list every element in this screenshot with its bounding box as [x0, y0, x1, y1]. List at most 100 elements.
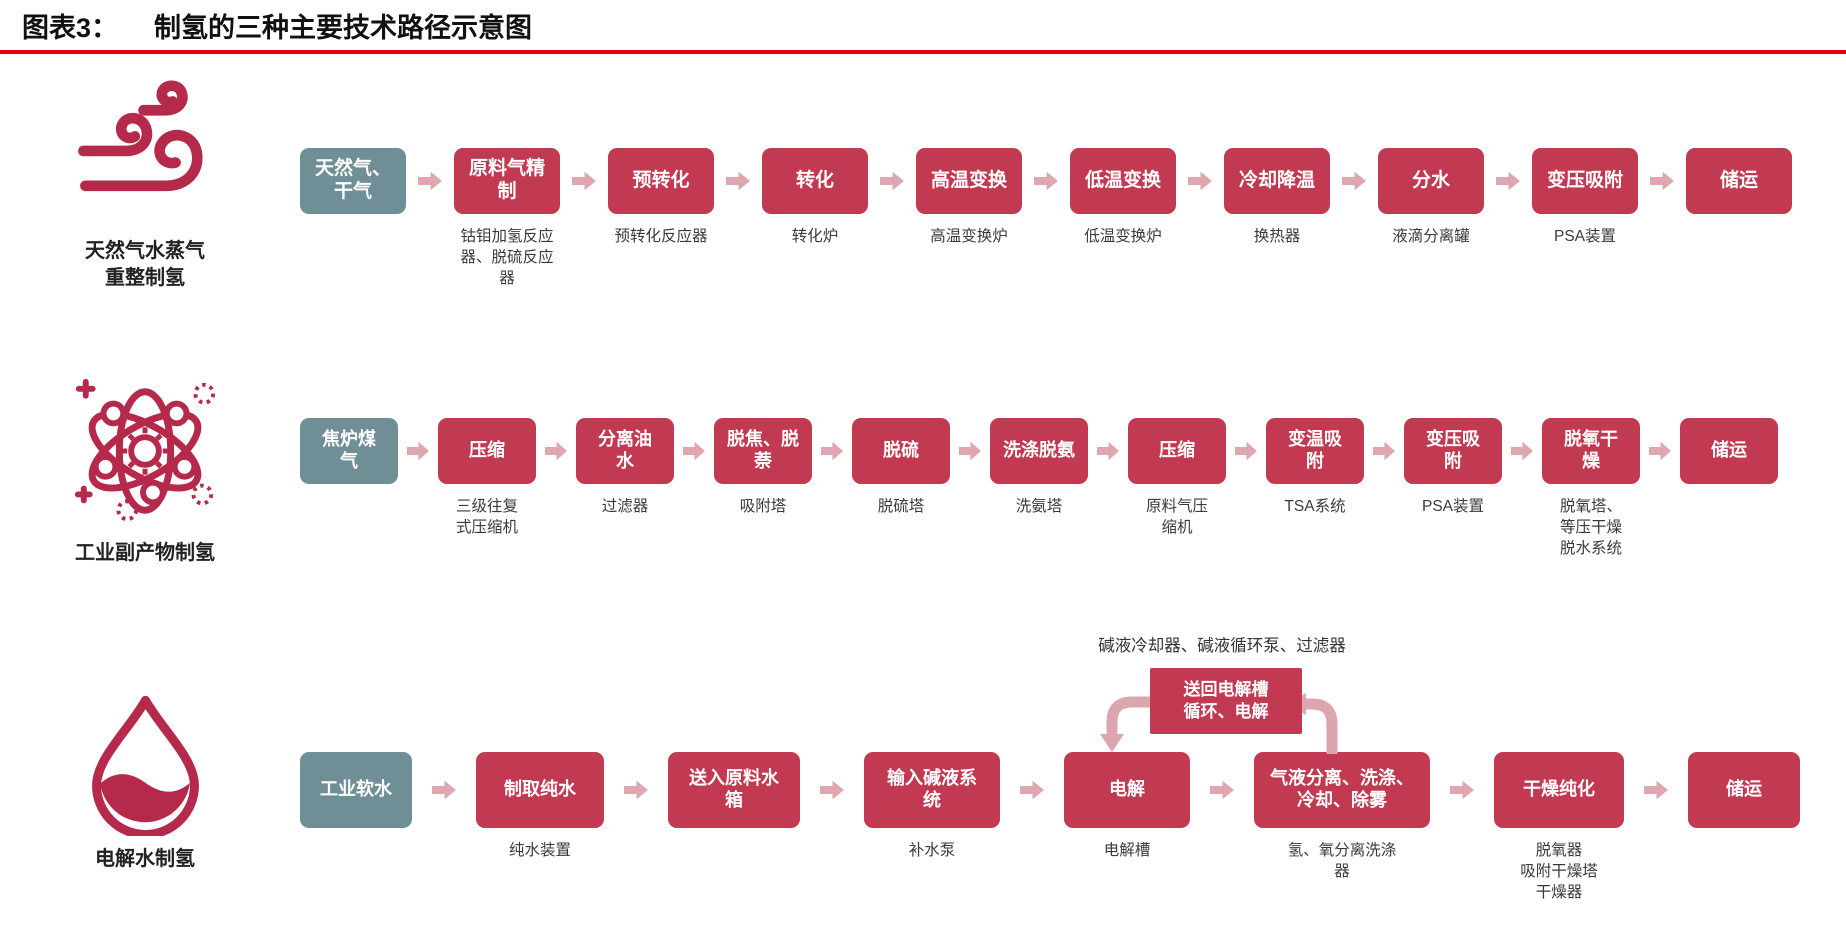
equipment-caption: 液滴分离罐	[1392, 228, 1470, 245]
equipment-caption: TSA系统	[1284, 498, 1346, 515]
flow-arrow	[1188, 148, 1212, 214]
flow-step: 预转化 预转化反应器	[608, 148, 714, 248]
flow-arrow	[820, 752, 844, 828]
equipment-caption: 脱氧器 吸附干燥塔 干燥器	[1520, 842, 1598, 901]
flow-arrow	[683, 418, 705, 484]
arrow-right-icon	[1650, 171, 1674, 191]
process-box: 输入碱液系 统	[864, 752, 1000, 828]
atom-icon	[74, 378, 216, 522]
flow-step: 变温吸 附 TSA系统	[1266, 418, 1364, 518]
arrow-right-icon	[1649, 441, 1671, 461]
process-box: 原料气精 制	[454, 148, 560, 214]
arrow-right-icon	[821, 441, 843, 461]
flow-arrow	[418, 148, 442, 214]
flow-step: 压缩 三级往复 式压缩机	[438, 418, 536, 539]
process-box: 变压吸 附	[1404, 418, 1502, 484]
flow-step: 高温变换 高温变换炉	[916, 148, 1022, 248]
flow-step: 变压吸附 PSA装置	[1532, 148, 1638, 248]
figure-title-text: 制氢的三种主要技术路径示意图	[154, 13, 533, 43]
flow-arrow	[1644, 752, 1668, 828]
flow-step: 干燥纯化 脱氧器 吸附干燥塔 干燥器	[1494, 752, 1624, 904]
title-divider	[0, 50, 1846, 54]
process-box: 低温变换	[1070, 148, 1176, 214]
flow-step: 储运	[1688, 752, 1800, 828]
wind-icon	[77, 80, 203, 192]
equipment-caption: 氢、氧分离洗涤 器	[1287, 842, 1397, 880]
lye-loop-annotation: 碱液冷却器、碱液循环泵、过滤器	[1098, 637, 1346, 655]
process-box: 储运	[1680, 418, 1778, 484]
flow-arrow	[1496, 148, 1520, 214]
process-box: 气液分离、洗涤、 冷却、除雾	[1254, 752, 1430, 828]
source-box: 工业软水	[300, 752, 412, 828]
flow-arrow	[1020, 752, 1044, 828]
flow-step: 电解 电解槽	[1064, 752, 1190, 862]
figure-number: 图表3：	[22, 13, 119, 43]
process-box: 脱氧干 燥	[1542, 418, 1640, 484]
route-electrolysis-label: 电解水制氢	[95, 848, 195, 870]
flow-arrow	[1511, 418, 1533, 484]
equipment-caption: 高温变换炉	[930, 228, 1008, 245]
flow-step: 压缩 原料气压 缩机	[1128, 418, 1226, 539]
process-box: 压缩	[438, 418, 536, 484]
arrow-right-icon	[1450, 780, 1474, 800]
arrow-right-icon	[1235, 441, 1257, 461]
flow-arrow	[1649, 418, 1671, 484]
flow-arrow	[1650, 148, 1674, 214]
process-box: 储运	[1688, 752, 1800, 828]
arrow-right-icon	[1097, 441, 1119, 461]
equipment-caption: 过滤器	[601, 498, 649, 515]
flow-arrow	[726, 148, 750, 214]
equipment-caption: 转化炉	[791, 228, 839, 245]
flow-step: 转化 转化炉	[762, 148, 868, 248]
arrow-right-icon	[407, 441, 429, 461]
flow-step: 分水 液滴分离罐	[1378, 148, 1484, 248]
flow-step: 送入原料水 箱	[668, 752, 800, 828]
flow-step: 储运	[1680, 418, 1778, 484]
flow-arrow	[1373, 418, 1395, 484]
arrow-right-icon	[959, 441, 981, 461]
process-box: 储运	[1686, 148, 1792, 214]
route-smr-header: 天然气水蒸气 重整制氢	[30, 70, 260, 292]
source-box: 焦炉煤 气	[300, 418, 398, 484]
flow-step: 储运	[1686, 148, 1792, 214]
equipment-caption: PSA装置	[1421, 498, 1484, 515]
arrow-right-icon	[624, 780, 648, 800]
process-box: 转化	[762, 148, 868, 214]
process-box: 压缩	[1128, 418, 1226, 484]
equipment-caption: 脱硫塔	[877, 498, 925, 515]
arrow-right-icon	[1188, 171, 1212, 191]
flow-arrow	[432, 752, 456, 828]
route-electrolysis-header: 电解水制氢	[30, 688, 260, 873]
flow-step: 天然气、 干气	[300, 148, 406, 214]
flow-step: 原料气精 制 钴钼加氢反应 器、脱硫反应 器	[454, 148, 560, 290]
process-box: 电解	[1064, 752, 1190, 828]
arrow-right-icon	[1373, 441, 1395, 461]
equipment-caption: 三级往复 式压缩机	[455, 498, 518, 536]
equipment-caption: 洗氨塔	[1015, 498, 1063, 515]
route-byproduct-header: 工业副产物制氢	[30, 372, 260, 567]
process-box: 分离油 水	[576, 418, 674, 484]
flow-step: 冷却降温 换热器	[1224, 148, 1330, 248]
flow-step: 气液分离、洗涤、 冷却、除雾 氢、氧分离洗涤 器	[1254, 752, 1430, 883]
arrow-right-icon	[432, 780, 456, 800]
loop-back-box: 送回电解槽 循环、电解	[1150, 668, 1302, 734]
arrow-right-icon	[1342, 171, 1366, 191]
arrow-right-icon	[545, 441, 567, 461]
arrow-right-icon	[820, 780, 844, 800]
flow-arrow	[1034, 148, 1058, 214]
equipment-caption: 电解槽	[1103, 842, 1151, 859]
flow-step: 制取纯水 纯水装置	[476, 752, 604, 862]
process-box: 制取纯水	[476, 752, 604, 828]
flow-arrow	[407, 418, 429, 484]
flow-step: 输入碱液系 统 补水泵	[864, 752, 1000, 862]
smr-flow: 天然气、 干气 原料气精 制 钴钼加氢反应 器、脱硫反应 器 预转化 预转化反应…	[300, 148, 1792, 290]
arrow-right-icon	[418, 171, 442, 191]
equipment-caption: 低温变换炉	[1084, 228, 1162, 245]
flow-arrow	[1450, 752, 1474, 828]
flow-arrow	[1097, 418, 1119, 484]
process-box: 送入原料水 箱	[668, 752, 800, 828]
flow-arrow	[545, 418, 567, 484]
process-box: 脱硫	[852, 418, 950, 484]
process-box: 冷却降温	[1224, 148, 1330, 214]
